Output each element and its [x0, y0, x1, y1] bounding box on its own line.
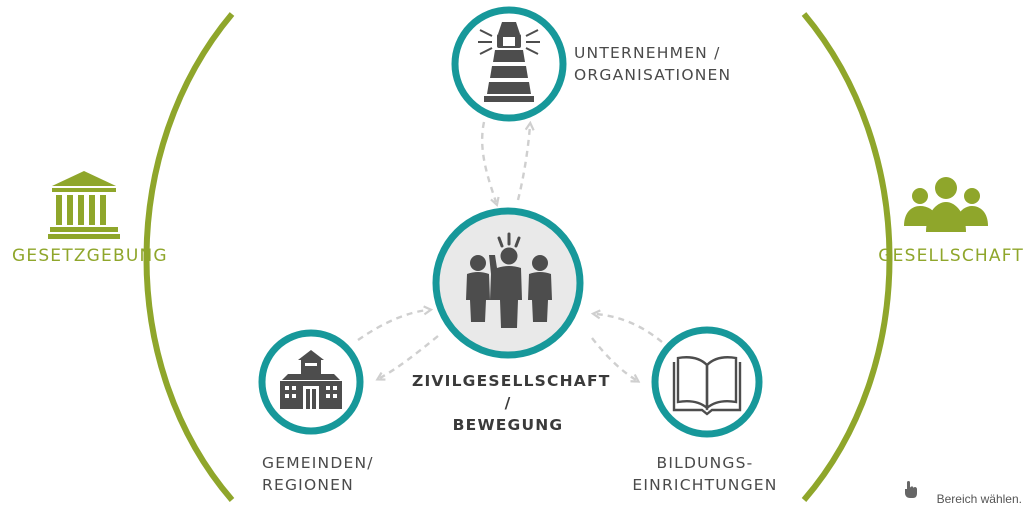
- parliament-building-icon[interactable]: [48, 171, 120, 239]
- arrow-center-to-left: [380, 335, 439, 378]
- label-gemeinden-line1: GEMEINDEN/: [262, 454, 374, 472]
- label-bildung[interactable]: BILDUNGS- EINRICHTUNGEN: [620, 452, 790, 496]
- right-bracket: [801, 12, 893, 502]
- pointer-hand-icon: [905, 481, 917, 498]
- open-book-icon: [672, 356, 742, 416]
- lighthouse-icon: [478, 22, 540, 102]
- label-gesellschaft[interactable]: GESELLSCHAFT: [878, 246, 1024, 266]
- node-zivilgesellschaft[interactable]: [432, 207, 584, 359]
- arrow-center-to-top: [516, 126, 530, 201]
- arrow-top-to-center: [480, 121, 496, 202]
- society-people-icon[interactable]: [904, 177, 988, 232]
- label-zivilgesellschaft[interactable]: ZIVILGESELLSCHAFT / BEWEGUNG: [412, 370, 611, 436]
- hint-text: Bereich wählen.: [936, 492, 1022, 506]
- people-group-icon: [466, 232, 552, 328]
- label-zivilgesellschaft-line1: ZIVILGESELLSCHAFT /: [412, 372, 611, 412]
- label-bildung-line1: BILDUNGS-: [656, 454, 754, 472]
- label-unternehmen[interactable]: UNTERNEHMEN / ORGANISATIONEN: [574, 42, 731, 86]
- node-bildung[interactable]: [651, 326, 763, 438]
- arrow-right-to-center: [596, 314, 663, 343]
- connection-arrows: [357, 121, 663, 380]
- arrow-left-to-center: [357, 310, 428, 341]
- label-unternehmen-line1: UNTERNEHMEN /: [574, 44, 721, 62]
- label-unternehmen-line2: ORGANISATIONEN: [574, 66, 732, 84]
- arrow-center-to-right: [591, 337, 636, 380]
- label-gemeinden-line2: REGIONEN: [262, 476, 354, 494]
- select-area-hint: Bereich wählen.: [919, 492, 1022, 506]
- label-gesetzgebung[interactable]: GESETZGEBUNG: [12, 246, 168, 266]
- left-bracket: [143, 12, 235, 502]
- node-unternehmen[interactable]: [451, 6, 567, 122]
- label-bildung-line2: EINRICHTUNGEN: [632, 476, 778, 494]
- label-zivilgesellschaft-line2: BEWEGUNG: [452, 416, 564, 434]
- town-hall-icon: [280, 350, 342, 409]
- label-gemeinden[interactable]: GEMEINDEN/ REGIONEN: [262, 452, 374, 496]
- node-gemeinden[interactable]: [258, 329, 364, 435]
